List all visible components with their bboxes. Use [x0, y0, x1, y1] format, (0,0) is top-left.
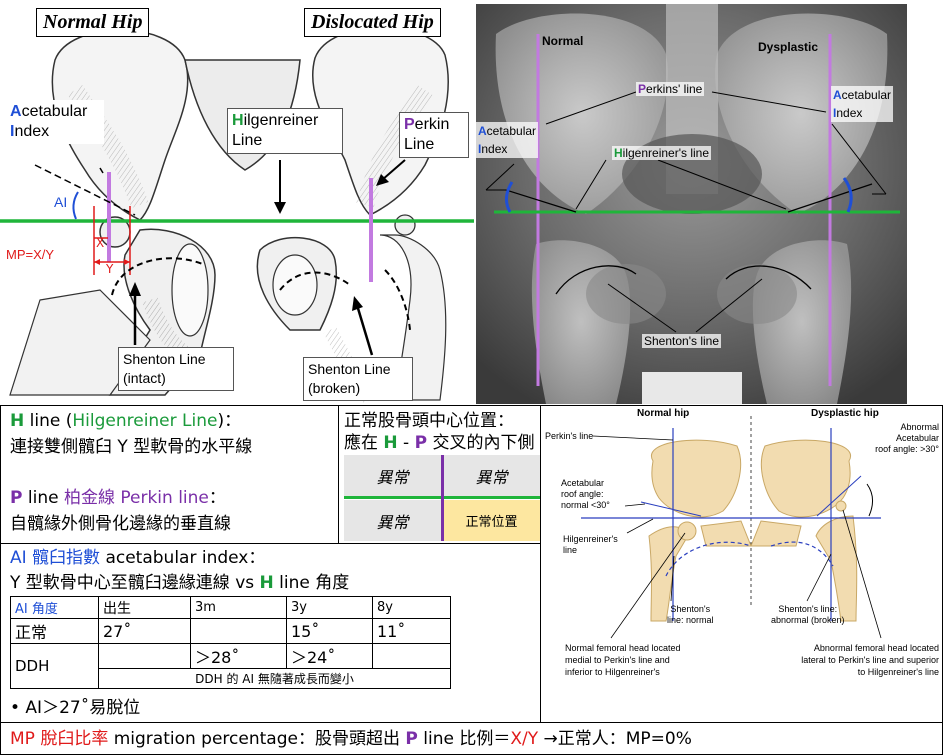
h-line-desc: 連接雙側髖臼 Y 型軟骨的水平線	[10, 437, 253, 457]
quadrant-bottom-left: 異常	[344, 500, 441, 541]
x-label: X	[96, 236, 105, 250]
xray-shenton-label: Shenton's line	[642, 334, 722, 348]
mp-label: MP=X/Y	[6, 247, 55, 262]
table-cell: ＞24˚	[286, 643, 373, 669]
xray-hilgenreiner-label: Hilgenreiner's line	[612, 146, 712, 160]
ai-table: AI 角度 出生 3m 3y 8y 正常 27˚ 15˚ 11˚ DDH ＞28…	[10, 596, 451, 689]
diagram-normal-title: Normal hip	[637, 408, 690, 419]
dislocated-hip-title: Dislocated Hip	[304, 8, 441, 37]
text-panel-divider-horizontal-2	[0, 722, 943, 723]
acetabular-index-label: Acetabular Index	[6, 100, 104, 144]
center-position-title-1: 正常股骨頭中心位置：	[344, 411, 514, 431]
comparison-diagram: Normal hip Dysplastic hip Perkin's line …	[541, 406, 941, 721]
diagram-perkins-label: Perkin's line	[545, 431, 594, 441]
table-cell	[190, 618, 287, 644]
y-label: Y	[106, 262, 114, 276]
xray-dysplastic-label: Dysplastic	[758, 40, 819, 54]
quadrant-top-right: 異常	[443, 455, 540, 496]
table-cell: 27˚	[98, 618, 191, 644]
table-header-cell: AI 角度	[10, 596, 99, 619]
table-header-cell: 出生	[98, 596, 191, 619]
ai-table-wrap: AI 角度 出生 3m 3y 8y 正常 27˚ 15˚ 11˚ DDH ＞28…	[10, 596, 451, 689]
h-line-title: H line (Hilgenreiner Line)：	[10, 411, 242, 431]
center-position-title-2: 應在 H - P 交叉的內下側	[344, 433, 535, 453]
diagram-dysplastic-title: Dysplastic hip	[811, 408, 879, 419]
diagram-roof-angle-label: Acetabular roof angle: normal <30°	[561, 478, 610, 510]
diagram-left-border	[540, 405, 541, 722]
ai-label: AI	[54, 194, 68, 210]
perkin-label: Perkin Line	[399, 112, 469, 158]
diagram-normal-femoral-label: Normal femoral head located medial to Pe…	[565, 643, 681, 677]
ai-arc	[72, 191, 79, 220]
quadrant-top-left: 異常	[344, 455, 441, 496]
ai-bullet: • AI＞27˚易脫位	[10, 698, 141, 718]
table-note-cell: DDH 的 AI 無隨著成長而變小	[98, 668, 451, 689]
xray-ai-arc-left	[505, 181, 514, 213]
comparison-svg	[581, 416, 882, 639]
table-cell: 15˚	[286, 618, 373, 644]
table-row: DDH 的 AI 無隨著成長而變小	[11, 668, 451, 689]
p-line-title: P line 柏金線 Perkin line：	[10, 488, 226, 508]
xray-ai-arc-right	[842, 177, 853, 213]
diagram-shenton-abnormal-label: Shenton's line: abnormal (broken)	[771, 604, 845, 625]
table-header-cell: 8y	[372, 596, 451, 619]
table-cell	[372, 643, 451, 669]
table-row: AI 角度 出生 3m 3y 8y	[10, 596, 451, 619]
table-cell	[98, 643, 191, 669]
mp-line: MP 脫臼比率 migration percentage：股骨頭超出 P lin…	[10, 729, 692, 749]
illustration-panel: Normal Hip Dislocated Hip Acetabular Ind…	[0, 0, 474, 404]
table-header-cell: 3y	[286, 596, 373, 619]
p-line-desc: 自髖緣外側骨化邊緣的垂直線	[10, 514, 231, 534]
xray-panel: Normal Dysplastic Perkins' line Acetabul…	[476, 4, 907, 404]
table-cell: 11˚	[372, 618, 451, 644]
text-panel-divider-horizontal-1	[0, 543, 540, 544]
shenton-broken-label: Shenton Line (broken)	[303, 357, 413, 401]
xray-acetabular-left-label: Acetabular Index	[476, 122, 539, 158]
hilgenreiner-label: Hilgenreiner Line	[227, 108, 343, 154]
table-cell-ddh: DDH	[10, 643, 99, 689]
diagram-shenton-normal-label: Shenton's line: normal	[667, 604, 714, 625]
xray-perkins-label: Perkins' line	[636, 82, 705, 96]
shenton-intact-label: Shenton Line (intact)	[118, 347, 234, 391]
quadrant-bottom-right: 正常位置	[443, 500, 540, 541]
xray-acetabular-right-label: Acetabular Index	[831, 86, 894, 122]
ai-desc: Y 型軟骨中心至髖臼邊緣連線 vs H line 角度	[10, 573, 350, 593]
table-cell: 正常	[10, 618, 99, 644]
diagram-abnormal-roof-label: Abnormal Acetabular roof angle: >30°	[875, 422, 939, 454]
diagram-abnormal-femoral-label: Abnormal femoral head located lateral to…	[801, 643, 939, 677]
table-row: 正常 27˚ 15˚ 11˚	[10, 618, 451, 644]
xray-normal-label: Normal	[542, 34, 584, 48]
text-panel-divider-vertical	[338, 405, 339, 543]
ai-title: AI 髖臼指數 acetabular index：	[10, 548, 266, 568]
table-row: DDH ＞28˚ ＞24˚	[10, 643, 451, 689]
table-header-cell: 3m	[190, 596, 287, 619]
pelvis-illustration	[0, 26, 474, 404]
quadrant-grid: 異常 異常 異常 正常位置	[344, 455, 540, 541]
diagram-hilgenreiner-label: Hilgenreiner's line	[563, 534, 618, 555]
table-cell: ＞28˚	[190, 643, 287, 669]
quadrant-p-line	[441, 455, 444, 541]
normal-hip-title: Normal Hip	[36, 8, 150, 37]
